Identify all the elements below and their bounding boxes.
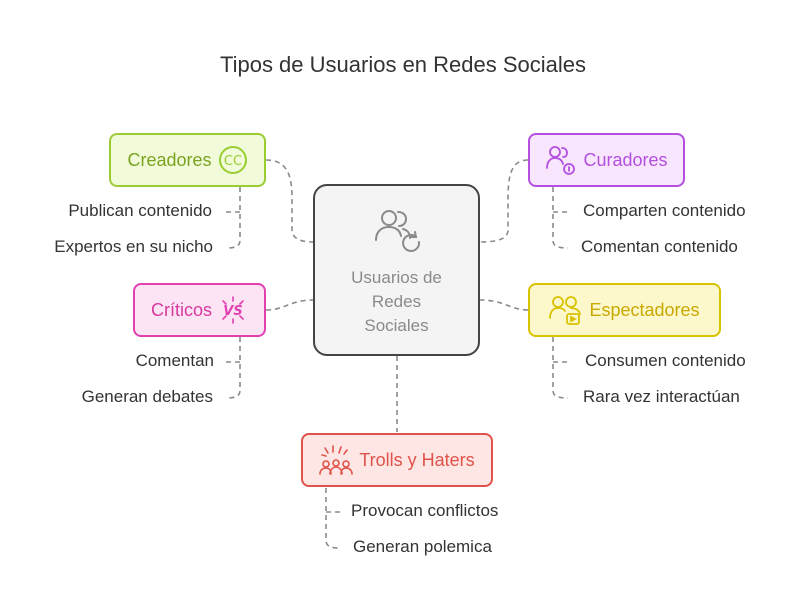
svg-text:CC: CC: [223, 154, 241, 169]
leaf-creadores-2: Expertos en su nicho: [54, 237, 213, 256]
leaf-creadores-1: Publican contenido: [68, 201, 212, 220]
leaf-curadores-2: Comentan contenido: [581, 237, 738, 256]
leaf-espectadores-1: Consumen contenido: [585, 351, 746, 370]
connector-trolls-leaves: [325, 488, 342, 549]
node-trolls-label: Trolls y Haters: [359, 449, 475, 470]
leaf-trolls-2: Generan polemica: [353, 537, 492, 556]
node-curadores-label: Curadores: [583, 149, 668, 170]
node-criticos-label: Críticos: [150, 299, 212, 320]
users-video-icon: [549, 294, 583, 326]
versus-icon: VS: [218, 295, 248, 325]
leaf-espectadores-2: Rara vez interactúan: [583, 387, 740, 406]
diagram-title: Tipos de Usuarios en Redes Sociales: [219, 52, 587, 77]
users-refresh-icon: [373, 206, 425, 261]
leaf-trolls-1: Provocan conflictos: [351, 501, 499, 520]
node-trolls: Trolls y Haters: [301, 433, 493, 487]
connector-criticos: [265, 299, 314, 311]
node-criticos: Críticos VS: [133, 283, 266, 337]
node-espectadores-label: Espectadores: [589, 299, 700, 320]
creative-commons-icon: CC: [218, 145, 248, 175]
node-curadores: Curadores: [528, 133, 685, 187]
connector-creadores: [265, 159, 314, 243]
leaf-criticos-1: Comentan: [135, 351, 214, 370]
connector-creadores-leaves: [222, 187, 241, 249]
connector-espectadores-leaves: [552, 337, 570, 399]
crowd-fireworks-icon: [319, 444, 354, 476]
node-creadores: Creadores CC: [109, 133, 266, 187]
center-label-line2: Redes: [371, 292, 422, 311]
connector-curadores: [479, 159, 529, 243]
connector-espectadores: [479, 299, 529, 311]
node-creadores-label: Creadores: [127, 149, 212, 170]
center-label-line3: Sociales: [364, 316, 429, 335]
connector-criticos-leaves: [222, 337, 241, 399]
users-info-icon: [545, 144, 577, 176]
center-node: Usuarios de Redes Sociales: [313, 184, 480, 356]
connector-curadores-leaves: [552, 187, 570, 249]
leaf-curadores-1: Comparten contenido: [583, 201, 746, 220]
svg-text:VS: VS: [223, 304, 242, 319]
center-label-line1: Usuarios de: [351, 268, 442, 287]
leaf-criticos-2: Generan debates: [81, 387, 213, 406]
node-espectadores: Espectadores: [528, 283, 721, 337]
